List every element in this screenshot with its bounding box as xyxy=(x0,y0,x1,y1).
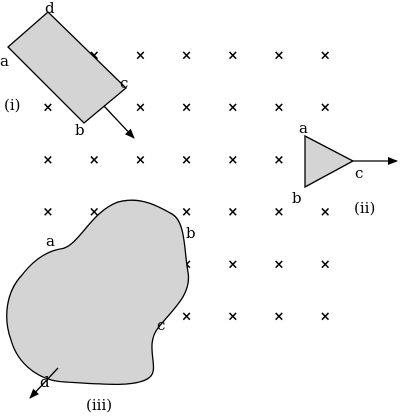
caption-ii: (ii) xyxy=(354,199,375,217)
vertex-label-c-ii: c xyxy=(355,164,363,182)
point-label-c-iii: c xyxy=(157,316,165,334)
caption-i: (i) xyxy=(4,96,21,114)
vertex-label-a-ii: a xyxy=(299,119,308,137)
triangle-loop xyxy=(304,134,355,189)
point-label-b-iii: b xyxy=(186,224,196,242)
rectangle-loop xyxy=(7,11,127,124)
figure-iii-irregular-loop: a b c d (iii) xyxy=(6,199,196,414)
caption-iii: (iii) xyxy=(86,396,112,414)
field-cross: × xyxy=(89,205,100,220)
field-cross: × xyxy=(89,153,100,168)
velocity-arrow-iii xyxy=(29,367,59,399)
irregular-loop xyxy=(6,199,190,386)
velocity-arrow-i xyxy=(103,105,135,139)
field-cross: × xyxy=(227,153,238,168)
field-cross: × xyxy=(181,101,192,116)
field-cross: × xyxy=(43,205,54,220)
figure-ii-triangular-loop: a b c (ii) xyxy=(292,119,398,217)
field-cross: × xyxy=(320,310,331,325)
field-cross: × xyxy=(274,101,285,116)
point-label-d-iii: d xyxy=(40,373,50,391)
field-cross: × xyxy=(43,101,54,116)
field-cross: × xyxy=(181,153,192,168)
field-cross: × xyxy=(181,49,192,64)
vertex-label-b-i: b xyxy=(75,121,85,139)
vertex-label-a-i: a xyxy=(0,52,9,70)
field-cross: × xyxy=(227,310,238,325)
field-cross: × xyxy=(227,101,238,116)
field-cross: × xyxy=(320,205,331,220)
field-cross: × xyxy=(135,153,146,168)
figure-i-rectangular-loop: a d c b (i) xyxy=(0,0,135,139)
field-cross: × xyxy=(89,49,100,64)
field-cross: × xyxy=(135,49,146,64)
vertex-label-c-i: c xyxy=(120,74,128,92)
field-cross: × xyxy=(227,257,238,272)
field-cross: × xyxy=(274,49,285,64)
point-label-a-iii: a xyxy=(46,232,55,250)
field-cross: × xyxy=(274,153,285,168)
field-cross: × xyxy=(181,205,192,220)
field-cross: × xyxy=(274,310,285,325)
field-cross: × xyxy=(274,205,285,220)
field-cross: × xyxy=(227,205,238,220)
vertex-label-d-i: d xyxy=(45,0,55,17)
field-cross: × xyxy=(135,101,146,116)
field-cross: × xyxy=(320,257,331,272)
field-cross: × xyxy=(320,101,331,116)
field-cross: × xyxy=(274,257,285,272)
field-cross: × xyxy=(320,49,331,64)
vertex-label-b-ii: b xyxy=(292,189,302,207)
field-cross: × xyxy=(181,310,192,325)
field-cross: × xyxy=(227,49,238,64)
field-cross: × xyxy=(43,153,54,168)
